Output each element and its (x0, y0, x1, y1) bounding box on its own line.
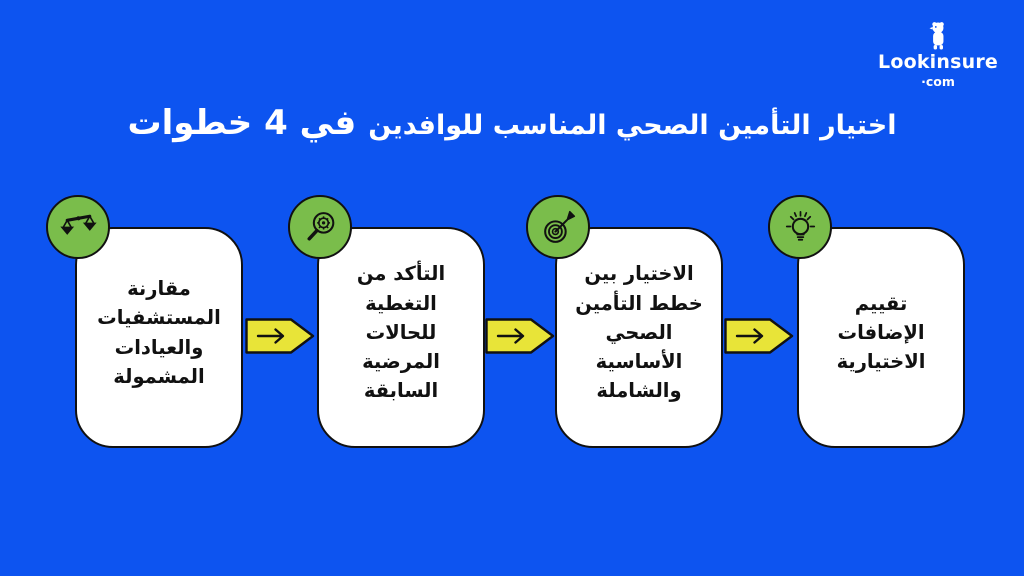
arrow-right-icon (245, 316, 315, 356)
page-title-main: اختيار التأمين الصحي المناسب للوافدين (368, 110, 897, 141)
meerkat-mascot-icon (929, 22, 944, 50)
step-3-badge (526, 195, 590, 259)
step-4-badge (768, 195, 832, 259)
step-2-badge (288, 195, 352, 259)
lookinsure-logo: Lookinsure ·com (878, 20, 998, 89)
step-card-3: الاختيار بين خطط التأمين الصحي الأساسية … (526, 195, 723, 448)
page-title-steps-count: في 4 خطوات (127, 103, 357, 143)
target-dart-icon (543, 210, 575, 243)
step-1-label: مقارنة المستشفيات والعيادات المشمولة (97, 277, 221, 388)
lightbulb-icon (785, 210, 815, 241)
magnifier-gear-icon (306, 211, 334, 241)
step-4-label: تقييم الإضافات الاختيارية (836, 291, 926, 374)
step-3-label: الاختيار بين خطط التأمين الصحي الأساسية … (575, 262, 703, 403)
arrow-right-icon (724, 316, 794, 356)
step-card-1: مقارنة المستشفيات والعيادات المشمولة (46, 195, 243, 448)
brand-tld: ·com (921, 73, 955, 89)
step-2-label: التأكد من التغطية للحالات المرضية السابق… (356, 262, 446, 403)
scales-icon (59, 214, 97, 235)
arrow-right-icon (485, 316, 555, 356)
step-1-badge (46, 195, 110, 259)
page-title: اختيار التأمين الصحي المناسب للوافدين في… (0, 103, 1024, 143)
brand-name: Lookinsure (878, 51, 998, 73)
step-card-4: تقييم الإضافات الاختيارية (768, 195, 965, 448)
step-card-2: التأكد من التغطية للحالات المرضية السابق… (288, 195, 485, 448)
